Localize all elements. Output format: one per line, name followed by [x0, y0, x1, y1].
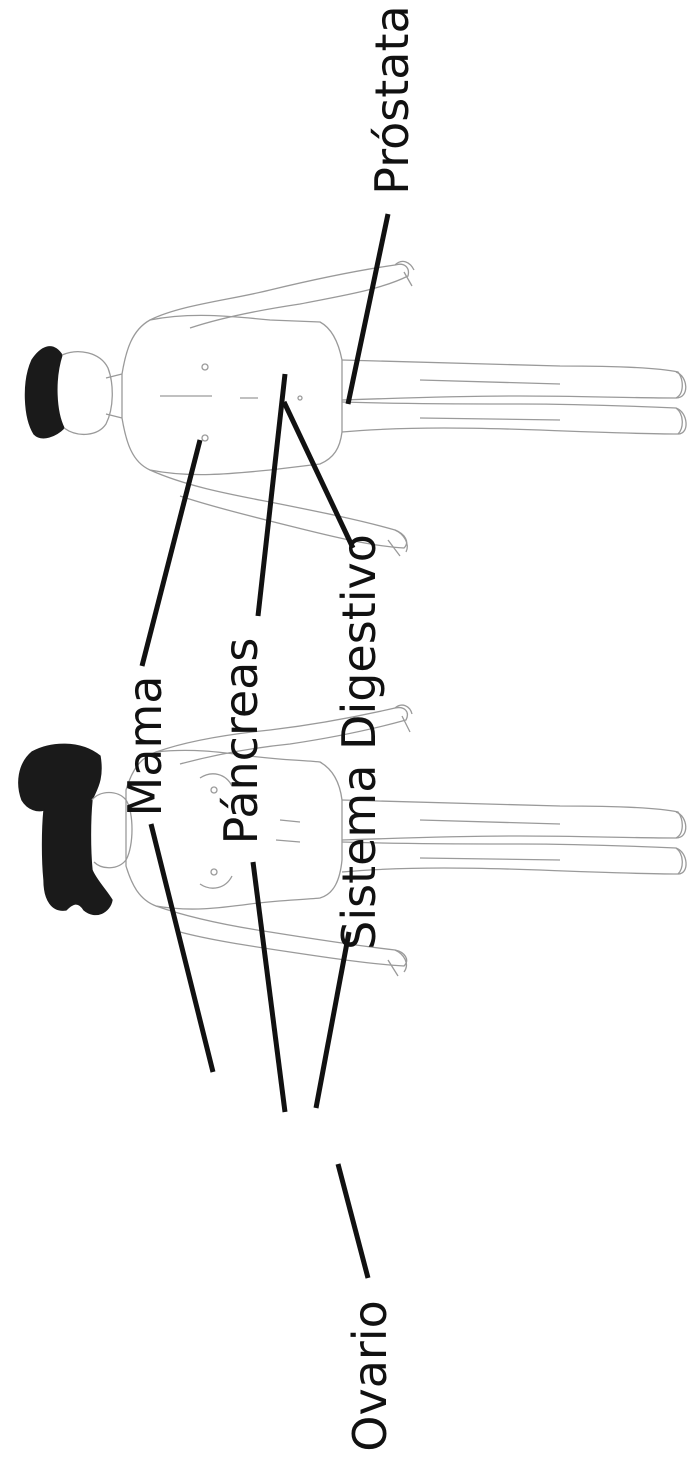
male-legs: [341, 359, 683, 401]
label-pancreas: Páncreas: [214, 638, 268, 845]
leader-line-prostata: [345, 213, 391, 405]
female-arm-lower: [155, 905, 408, 967]
female-torso: [125, 749, 343, 910]
male-head: [61, 351, 113, 435]
male-figure: [24, 260, 687, 557]
male-hair: [24, 346, 65, 439]
female-arm-upper: [155, 706, 409, 765]
label-prostata: Próstata: [365, 5, 419, 194]
label-mama: Mama: [118, 676, 172, 817]
label-ovario: Ovario: [343, 1300, 397, 1451]
leader-line-pancreas-male: [255, 373, 288, 617]
leader-lines: [139, 213, 391, 1279]
female-legs: [341, 799, 683, 841]
female-hair: [18, 743, 113, 916]
leader-line-ovario: [335, 1163, 371, 1279]
male-arm-upper: [149, 263, 410, 329]
leader-line-digestivo-male: [281, 400, 356, 550]
female-figure: [18, 704, 687, 977]
leader-line-mama-female: [148, 823, 216, 1073]
leader-line-pancreas-female: [250, 861, 288, 1113]
female-head: [91, 791, 133, 869]
male-arm-lower: [149, 469, 408, 549]
leader-line-mama-male: [139, 439, 203, 667]
leader-line-digestivo-female: [313, 931, 352, 1109]
label-sistema-digestivo: Sistema Digestivo: [332, 534, 386, 950]
